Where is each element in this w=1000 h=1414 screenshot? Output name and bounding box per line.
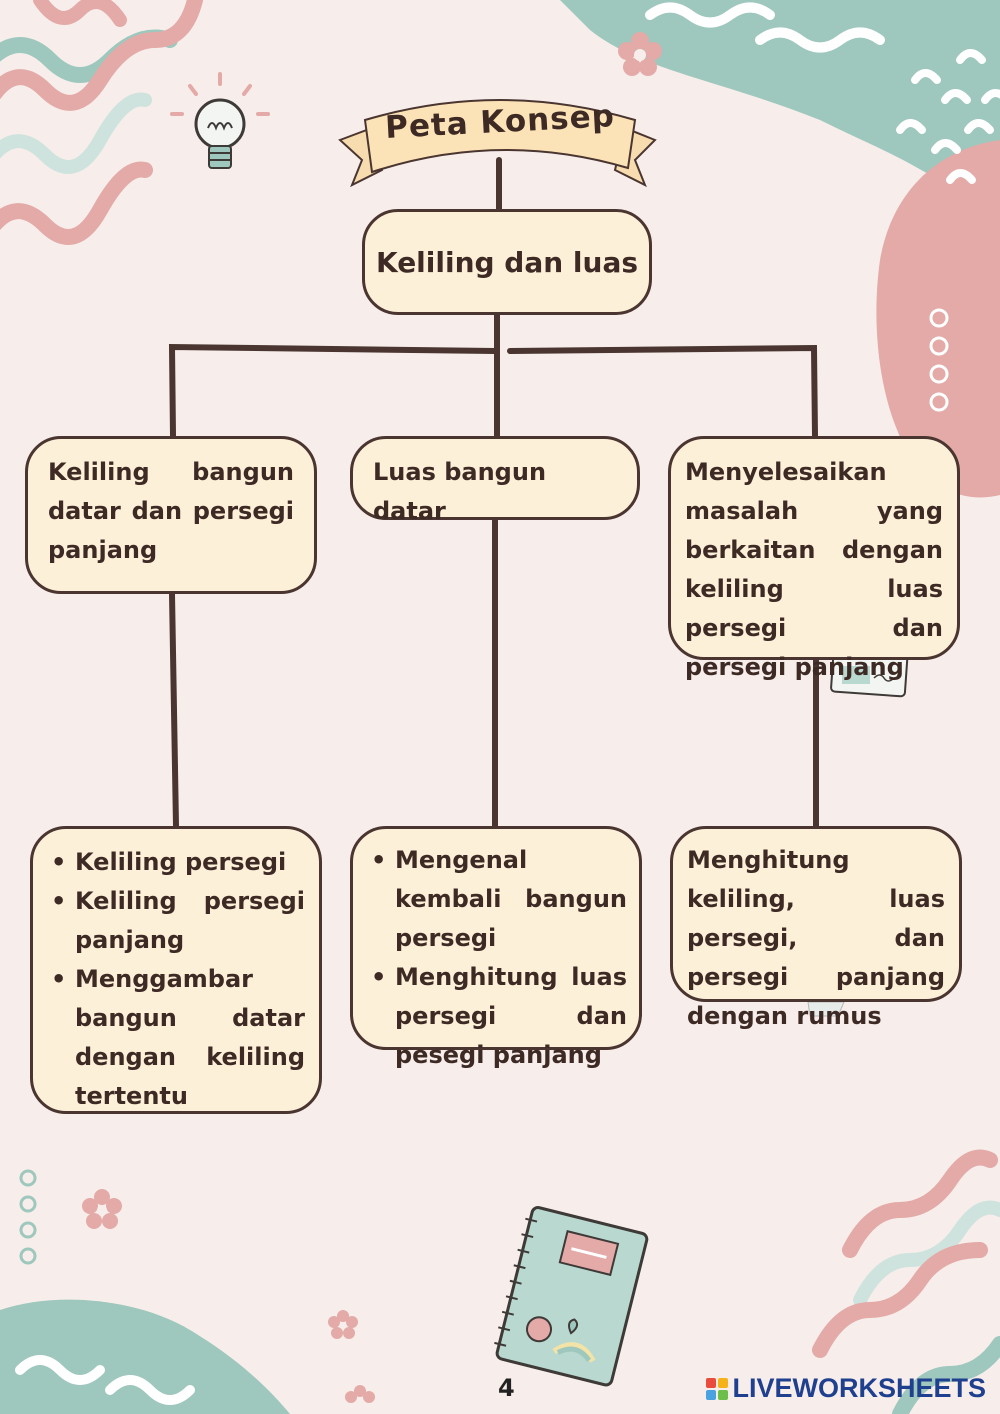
lightbulb-icon — [168, 72, 272, 184]
detail-masalah: Menghitung keliling, luas persegi, dan p… — [670, 826, 962, 1002]
detail-luas-list: Mengenal kembali bangun persegi Menghitu… — [365, 841, 627, 1075]
list-item: Menghitung luas persegi dan pesegi panja… — [365, 958, 627, 1075]
detail-luas: Mengenal kembali bangun persegi Menghitu… — [350, 826, 642, 1050]
brand-logo[interactable]: LIVEWORKSHEETS — [706, 1373, 986, 1404]
page-number: 4 — [498, 1374, 515, 1402]
list-item: Menggambar bangun datar dengan keliling … — [45, 960, 305, 1116]
list-item: Keliling persegi — [45, 843, 305, 882]
concept-masalah: Menyelesaikan masalah yang berkaitan den… — [668, 436, 960, 660]
list-item: Keliling persegi panjang — [45, 882, 305, 960]
concept-luas: Luas bangun datar — [350, 436, 640, 520]
notebook-icon — [488, 1204, 654, 1388]
concept-root-label: Keliling dan luas — [376, 243, 638, 282]
brand-name: LIVEWORKSHEETS — [732, 1373, 986, 1404]
detail-keliling: Keliling persegi Keliling persegi panjan… — [30, 826, 322, 1114]
concept-keliling: Keliling bangun datar dan persegi panjan… — [25, 436, 317, 594]
list-item: Mengenal kembali bangun persegi — [365, 841, 627, 958]
detail-keliling-list: Keliling persegi Keliling persegi panjan… — [45, 843, 305, 1116]
concept-root: Keliling dan luas — [362, 209, 652, 315]
concept-luas-label: Luas bangun datar — [373, 458, 546, 525]
concept-keliling-label: Keliling bangun datar dan persegi panjan… — [48, 458, 294, 564]
concept-masalah-label: Menyelesaikan masalah yang berkaitan den… — [685, 458, 943, 681]
liveworksheets-logo-icon — [706, 1378, 728, 1400]
